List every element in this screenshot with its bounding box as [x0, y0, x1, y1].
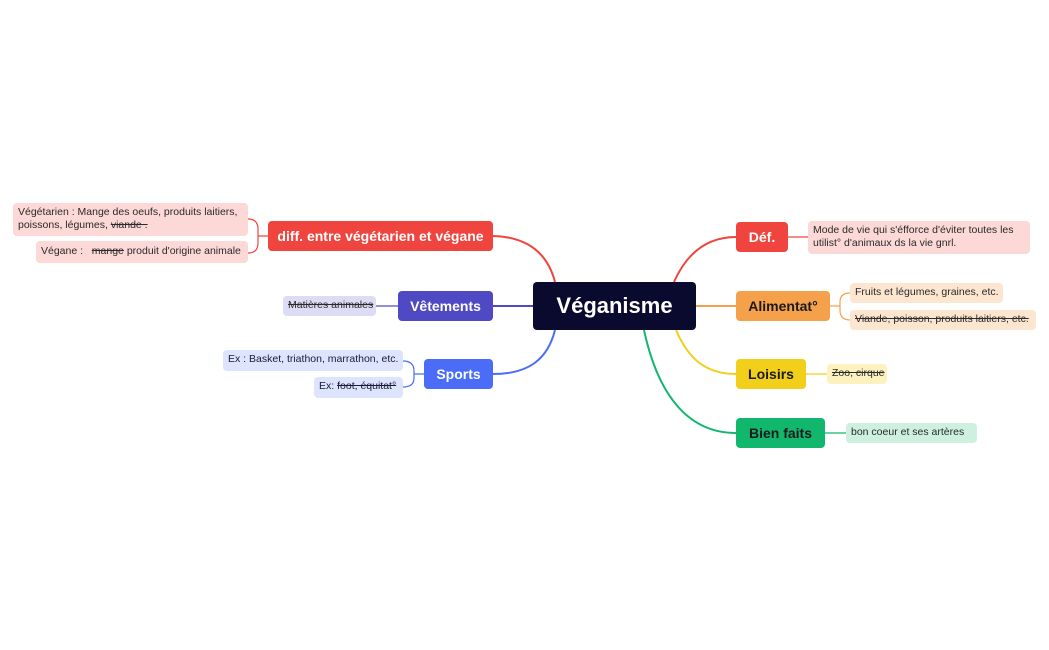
topic-alimentation[interactable]: Alimentat°	[736, 291, 830, 321]
topic-vetements[interactable]: Vêtements	[398, 291, 493, 321]
leaf-matieres[interactable]: Matières animales	[283, 296, 376, 316]
leaf-fruits-text: Fruits et légumes, graines, etc.	[855, 286, 999, 298]
topic-def-label: Déf.	[748, 229, 776, 245]
topic-def[interactable]: Déf.	[736, 222, 788, 252]
topic-diff[interactable]: diff. entre végétarien et végane	[268, 221, 493, 251]
leaf-fruits[interactable]: Fruits et légumes, graines, etc.	[850, 283, 1003, 303]
link-root-sports	[492, 329, 556, 375]
topic-alimentation-label: Alimentat°	[748, 298, 818, 314]
topic-bienfaits-label: Bien faits	[748, 425, 812, 441]
leaf-sports-ex1[interactable]: Ex : Basket, triathon, marrathon, etc.	[223, 350, 403, 371]
leaf-vegetarien-line2-text: poissons, légumes,	[18, 219, 111, 231]
leaf-viande-struck: Viande, poisson, produits laitiers, etc.	[855, 313, 1029, 325]
topic-loisirs-label: Loisirs	[748, 366, 794, 382]
leaf-coeur[interactable]: bon coeur et ses artères	[846, 423, 977, 443]
link-root-def	[673, 236, 737, 283]
leaf-vegetarien-line2: poissons, légumes, viande .	[18, 219, 243, 232]
leaf-coeur-text: bon coeur et ses artères	[851, 426, 965, 438]
leaf-vegane[interactable]: Végane : mange produit d'origine animale	[36, 241, 248, 263]
link-root-loisirs	[675, 329, 737, 375]
leaf-definition-line2: utilist° d'animaux ds la vie gnrl.	[813, 237, 957, 249]
leaf-vegane-prefix: Végane :	[41, 245, 92, 257]
leaf-definition-line1: Mode de vie qui s'éfforce d'éviter toute…	[813, 224, 1014, 236]
leaf-sports-ex2-prefix: Ex:	[319, 380, 338, 392]
leaf-sports-ex2-struck: foot, équitat°	[337, 380, 397, 392]
leaf-definition[interactable]: Mode de vie qui s'éfforce d'éviter toute…	[808, 221, 1030, 254]
root-topic[interactable]: Véganisme	[533, 282, 696, 330]
topic-bienfaits[interactable]: Bien faits	[736, 418, 825, 448]
leaf-vegetarien[interactable]: Végétarien : Mange des oeufs, produits l…	[13, 203, 248, 236]
leaf-sports-ex1-text: Ex : Basket, triathon, marrathon, etc.	[228, 353, 399, 365]
topic-vetements-label: Vêtements	[410, 298, 481, 314]
topic-sports[interactable]: Sports	[424, 359, 493, 389]
leaf-zoo-struck: Zoo, cirque	[832, 367, 885, 379]
leaf-vegetarien-struck: viande .	[110, 219, 148, 231]
link-root-bienfaits	[643, 329, 737, 434]
topic-loisirs[interactable]: Loisirs	[736, 359, 806, 389]
leaf-matieres-struck: Matières animales	[288, 299, 374, 311]
link-root-diff	[492, 235, 556, 283]
topic-sports-label: Sports	[436, 366, 481, 382]
link-sports-bracket	[402, 360, 424, 388]
leaf-vegane-suffix: produit d'origine animale	[123, 245, 241, 257]
leaf-viande[interactable]: Viande, poisson, produits laitiers, etc.	[850, 310, 1036, 330]
link-alimentation-bracket	[830, 292, 851, 321]
leaf-vegetarien-line1: Végétarien : Mange des oeufs, produits l…	[18, 206, 238, 218]
leaf-vegane-struck: mange	[91, 245, 124, 257]
root-topic-label: Véganisme	[556, 293, 673, 318]
leaf-sports-ex2[interactable]: Ex: foot, équitat°	[314, 377, 403, 398]
link-diff-bracket	[247, 218, 268, 254]
topic-diff-label: diff. entre végétarien et végane	[277, 228, 484, 244]
leaf-zoo[interactable]: Zoo, cirque	[827, 364, 887, 384]
